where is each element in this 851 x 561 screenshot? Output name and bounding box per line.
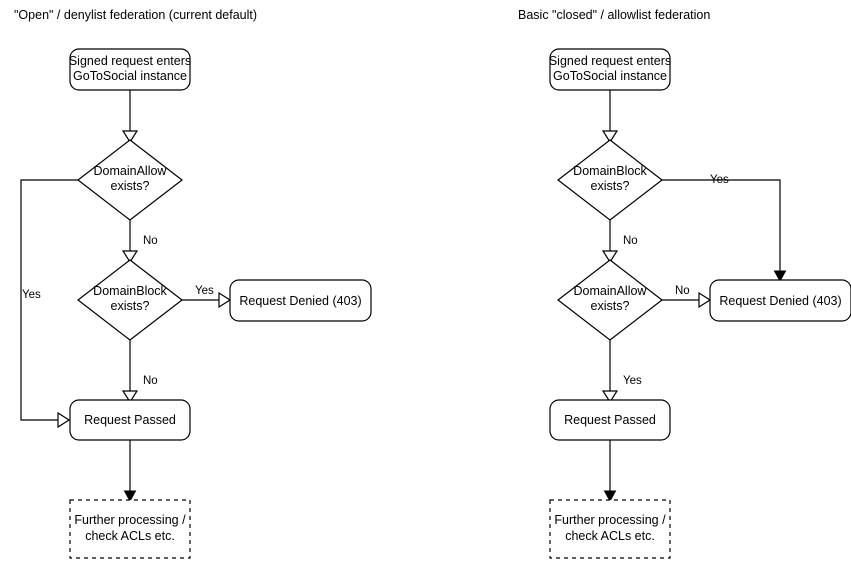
node-request-denied-right[interactable]: Request Denied (403): [709, 279, 851, 322]
diagram-closed-allowlist: Basic "closed" / allowlist federation Si…: [518, 8, 851, 559]
diagram-title-left: "Open" / denylist federation (current de…: [14, 8, 257, 22]
edge-domainblock-no-right: No: [601, 220, 638, 264]
node-decision-domainallow-right[interactable]: DomainAllow exists?: [557, 259, 663, 341]
request-denied-label-right: Request Denied (403): [719, 294, 841, 308]
start-label-line2-left: GoToSocial instance: [73, 69, 187, 83]
node-start-left[interactable]: Signed request enters GoToSocial instanc…: [69, 48, 191, 91]
domainblock-label-line2-right: exists?: [591, 179, 630, 193]
start-label-line1-right: Signed request enters: [549, 54, 671, 68]
arrowhead-open: [218, 291, 232, 309]
request-passed-label-right: Request Passed: [564, 413, 656, 427]
request-denied-box-left[interactable]: [229, 279, 372, 322]
edge-label-domainallow-no-right: No: [675, 285, 690, 297]
node-decision-domainallow-left[interactable]: DomainAllow exists?: [77, 139, 183, 221]
edge-label-domainblock-yes-left: Yes: [195, 285, 214, 297]
edge-start-to-domainallow-left: [121, 90, 139, 144]
further-processing-label-line1-left: Further processing /: [74, 513, 186, 527]
diagram-title-right: Basic "closed" / allowlist federation: [518, 8, 710, 22]
further-processing-box-right[interactable]: [549, 499, 671, 559]
further-processing-label-line1-right: Further processing /: [554, 513, 666, 527]
domainblock-label-line2-left: exists?: [111, 299, 150, 313]
request-passed-label-left: Request Passed: [84, 413, 176, 427]
arrowhead-open: [601, 130, 619, 144]
edge-domainallow-no-left: No: [121, 220, 158, 264]
edge-passed-to-further-right: [603, 440, 617, 503]
arrowhead-filled: [603, 490, 617, 503]
edge-domainblock-yes-left: Yes: [182, 285, 232, 309]
request-denied-label-left: Request Denied (403): [239, 294, 361, 308]
domainallow-label-line1-left: DomainAllow: [94, 164, 168, 178]
arrowhead-open: [121, 390, 139, 404]
domainallow-label-line1-right: DomainAllow: [574, 284, 648, 298]
domainblock-label-line1-right: DomainBlock: [573, 164, 647, 178]
edge-label-domainallow-yes-right: Yes: [623, 375, 642, 387]
arrowhead-filled: [773, 270, 787, 283]
node-decision-domainblock-right[interactable]: DomainBlock exists?: [557, 139, 663, 221]
arrowhead-open: [121, 130, 139, 144]
start-label-line1-left: Signed request enters: [69, 54, 191, 68]
edge-domainallow-yes-right: Yes: [601, 340, 642, 404]
node-request-passed-right[interactable]: Request Passed: [549, 399, 671, 441]
arrowhead-filled: [123, 490, 137, 503]
domainblock-label-line1-left: DomainBlock: [93, 284, 167, 298]
arrowhead-open: [698, 291, 712, 309]
domainallow-label-line2-right: exists?: [591, 299, 630, 313]
diagram-open-denylist: "Open" / denylist federation (current de…: [14, 8, 372, 559]
edge-passed-to-further-left: [123, 440, 137, 503]
node-request-denied-left[interactable]: Request Denied (403): [229, 279, 372, 322]
edge-start-to-domainblock-right: [601, 90, 619, 144]
edge-label-domainallow-no-left: No: [143, 235, 158, 247]
edge-domainblock-no-left: No: [121, 340, 158, 404]
node-request-passed-left[interactable]: Request Passed: [69, 399, 191, 441]
node-decision-domainblock-left[interactable]: DomainBlock exists?: [77, 259, 183, 341]
domainallow-label-line2-left: exists?: [111, 179, 150, 193]
further-processing-label-line2-right: check ACLs etc.: [565, 529, 655, 543]
arrowhead-open: [601, 390, 619, 404]
edge-label-domainallow-yes-left: Yes: [22, 289, 41, 301]
edge-domainallow-yes-left: Yes: [20, 179, 78, 429]
edge-line: [20, 179, 78, 421]
edge-label-domainblock-no-right: No: [623, 235, 638, 247]
edge-label-domainblock-no-left: No: [143, 375, 158, 387]
further-processing-box-left[interactable]: [69, 499, 191, 559]
arrowhead-open: [121, 250, 139, 264]
arrowhead-open: [57, 411, 71, 429]
request-denied-box-right[interactable]: [709, 279, 851, 322]
node-further-processing-right[interactable]: Further processing / check ACLs etc.: [549, 499, 671, 559]
further-processing-label-line2-left: check ACLs etc.: [85, 529, 175, 543]
edge-domainblock-yes-right: Yes: [662, 174, 787, 283]
node-start-right[interactable]: Signed request enters GoToSocial instanc…: [549, 48, 671, 91]
edge-domainallow-no-right: No: [662, 285, 712, 309]
arrowhead-open: [601, 250, 619, 264]
node-further-processing-left[interactable]: Further processing / check ACLs etc.: [69, 499, 191, 559]
edge-line: [662, 179, 781, 275]
start-label-line2-right: GoToSocial instance: [553, 69, 667, 83]
edge-label-domainblock-yes-right: Yes: [710, 174, 729, 186]
